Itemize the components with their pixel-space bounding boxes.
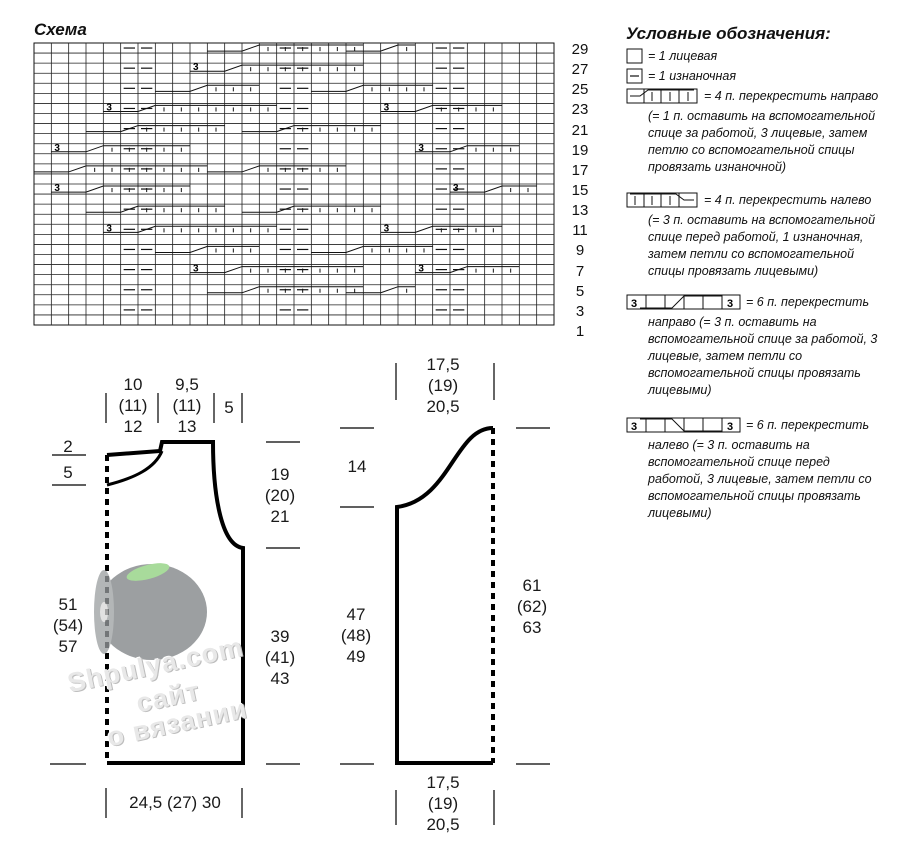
- cable-cross-line: [346, 286, 416, 294]
- chart-title: Схема: [34, 20, 87, 39]
- cable-cross-line: [103, 225, 277, 233]
- row-number: 21: [571, 121, 589, 139]
- chart-grid: [33, 42, 555, 326]
- row-number: 11: [572, 222, 588, 240]
- knitting-chart: 3 3 3 3 3 3 3 3 3 3 3: [33, 42, 555, 326]
- cable-count-label: 3: [193, 264, 199, 275]
- cable-cross-line: [86, 125, 225, 133]
- legend-title: Условные обозначения:: [626, 24, 831, 43]
- back-dimension-lines: [50, 393, 300, 818]
- cross-right-6-icon: 3 3: [626, 294, 741, 310]
- armhole-depth-label: 19(20)21: [264, 465, 296, 526]
- row-number: 15: [571, 182, 589, 199]
- svg-text:3: 3: [727, 421, 733, 433]
- cable-count-label: 3: [418, 264, 424, 275]
- legend-purl-text: = 1 изнаночная: [648, 69, 737, 83]
- legend-cross-left-6-detail: налево (= 3 п. оставить на вспомогательн…: [648, 438, 872, 520]
- legend-cross-right-6-detail: направо (= 3 п. оставить на вспомогатель…: [648, 315, 878, 397]
- cable-count-label: 3: [106, 103, 112, 114]
- row-number: 25: [571, 81, 589, 99]
- row-number: 19: [571, 141, 589, 159]
- yarn-spool-icon: [94, 563, 207, 660]
- sleeve-dimension-lines: [340, 363, 550, 825]
- cable-count-label: 3: [453, 183, 459, 194]
- legend-cross-right-4-detail: (= 1 п. оставить на вспомогательной спиц…: [648, 109, 876, 174]
- cable-count-label: 3: [54, 183, 60, 194]
- cross-right-4-icon: [626, 88, 698, 104]
- legend-cross-left-4-text: = 4 п. перекрестить налево: [704, 193, 872, 207]
- legend-knit-text: = 1 лицевая: [648, 49, 718, 63]
- cable-cross-line: [311, 84, 433, 92]
- cross-left-4-icon: [626, 192, 698, 208]
- sleeve-seam-length-label: 47(48)49: [340, 605, 372, 666]
- cable-cross-line: [207, 165, 346, 173]
- cable-cross-line: [242, 205, 381, 213]
- legend-cross-right-4-text: = 4 п. перекрестить направо: [704, 89, 879, 103]
- cable-cross-line: [190, 64, 364, 72]
- legend-cross-left-6-text: = 6 п. перекрестить: [746, 418, 870, 432]
- chart-symbols: 3 3 3 3 3 3 3 3 3 3 3: [34, 44, 537, 311]
- cable-cross-line: [86, 205, 225, 213]
- cable-count-label: 3: [54, 143, 60, 154]
- cable-cross-line: [103, 104, 277, 112]
- svg-text:3: 3: [727, 298, 733, 310]
- row-number: 1: [575, 323, 585, 340]
- cable-cross-line: [207, 44, 364, 52]
- legend-symbols: 3 3 3 3: [626, 48, 741, 433]
- neck-width-label: 9,5(11)13: [172, 375, 202, 436]
- sleeve-top-width-label: 17,5(19)20,5: [426, 355, 460, 416]
- sleeve-cap-height-label: 14: [347, 457, 367, 476]
- sleeve-bottom-width-label: 17,5(19)20,5: [426, 773, 460, 834]
- shoulder-width-label: 10(11)12: [118, 375, 148, 436]
- row-number: 7: [575, 262, 585, 280]
- neck-drop-label-1: 2: [63, 437, 73, 456]
- side-width-label: 5: [224, 398, 234, 417]
- cable-count-label: 3: [193, 62, 199, 73]
- legend-cross-right-6-text: = 6 п. перекрестить: [746, 295, 870, 309]
- cable-cross-line: [242, 125, 381, 133]
- cable-cross-line: [450, 185, 537, 193]
- cable-cross-line: [207, 286, 364, 294]
- row-number: 29: [571, 41, 589, 58]
- row-number: 23: [571, 101, 589, 119]
- svg-text:3: 3: [631, 298, 637, 310]
- sleeve-total-length-label: 61(62)63: [516, 576, 548, 637]
- cable-count-label: 3: [384, 223, 390, 234]
- cable-count-label: 3: [384, 103, 390, 114]
- cross-left-6-icon: 3 3: [626, 417, 741, 433]
- row-number: 13: [571, 202, 589, 220]
- legend-cross-left-4-detail: (= 3 п. оставить на вспомогательной спиц…: [648, 213, 876, 278]
- row-number: 17: [571, 161, 589, 179]
- row-number: 9: [575, 242, 585, 260]
- cable-cross-line: [34, 165, 208, 173]
- row-number: 27: [571, 61, 589, 79]
- cable-count-label: 3: [418, 143, 424, 154]
- cable-count-label: 3: [106, 223, 112, 234]
- row-number: 3: [575, 302, 585, 320]
- back-bottom-width-label: 24,5 (27) 30: [129, 793, 221, 812]
- neck-drop-label-2: 5: [63, 463, 73, 482]
- cable-cross-line: [155, 84, 260, 92]
- cable-cross-line: [380, 104, 502, 112]
- back-total-length-label: 51(54)57: [52, 595, 84, 656]
- cable-cross-line: [51, 145, 190, 153]
- cable-cross-line: [415, 266, 520, 274]
- cable-cross-line: [51, 185, 190, 193]
- row-number: 5: [575, 282, 585, 300]
- cable-cross-line: [155, 245, 260, 253]
- cable-cross-line: [380, 225, 502, 233]
- cable-cross-line: [311, 245, 433, 253]
- back-piece-outline: [106, 440, 245, 765]
- side-seam-label: 39(41)43: [264, 627, 296, 688]
- sleeve-outline: [395, 426, 494, 765]
- cable-cross-line: [415, 145, 520, 153]
- cable-cross-line: [346, 44, 416, 52]
- cable-cross-line: [190, 266, 364, 274]
- svg-text:3: 3: [631, 421, 637, 433]
